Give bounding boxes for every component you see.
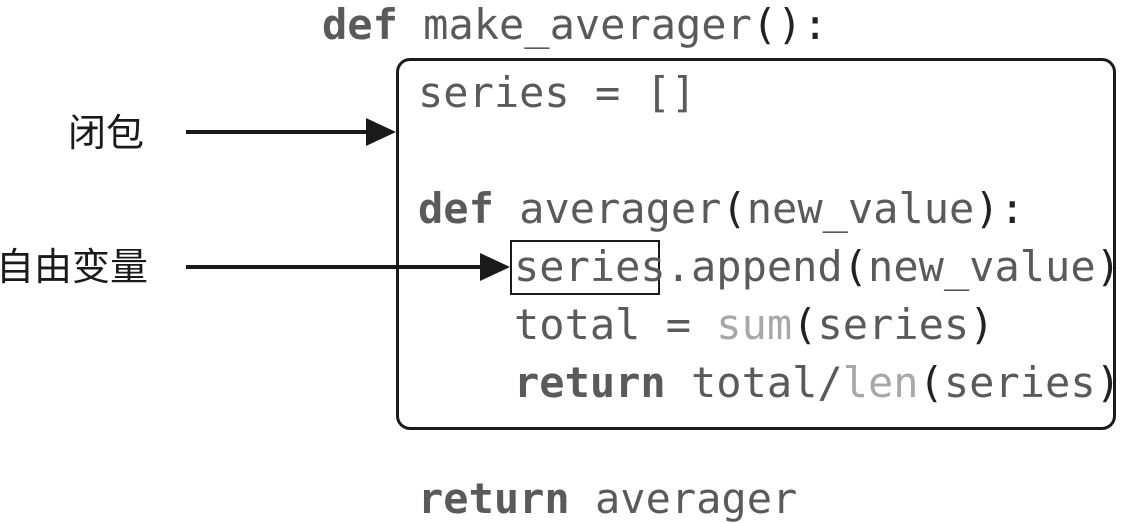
append-paren-open: ( bbox=[842, 242, 869, 291]
total-line: total = sum(series) bbox=[514, 304, 994, 346]
free-variable-label: 自由变量 bbox=[0, 245, 149, 289]
inner-function-name: averager bbox=[519, 184, 722, 233]
append-arg: new_value bbox=[868, 242, 1096, 291]
def-keyword: def bbox=[322, 0, 398, 49]
return-paren-open: ( bbox=[918, 358, 944, 407]
len-builtin: len bbox=[842, 358, 919, 407]
closure-label: 闭包 bbox=[68, 111, 145, 155]
outer-function-name: make_averager bbox=[423, 0, 752, 49]
inner-def-line: def averager(new_value): bbox=[418, 188, 1025, 230]
outer-def-line: def make_averager(): bbox=[322, 4, 828, 46]
free-variable-arrow bbox=[186, 253, 510, 281]
inner-def-param: new_value bbox=[746, 184, 975, 233]
return-keyword: return bbox=[514, 358, 666, 407]
closure-box bbox=[396, 58, 1116, 430]
inner-def-keyword: def bbox=[418, 184, 494, 233]
append-call: .append bbox=[665, 242, 843, 291]
sum-builtin: sum bbox=[716, 300, 793, 349]
total-arg: series bbox=[817, 300, 970, 349]
append-line: series.append(new_value) bbox=[514, 246, 1121, 288]
return-expr: total/ bbox=[665, 358, 843, 407]
total-paren-close: ) bbox=[969, 300, 995, 349]
append-target: series bbox=[514, 242, 666, 291]
inner-def-paren-close: ): bbox=[974, 184, 1025, 233]
append-paren-close: ) bbox=[1095, 242, 1121, 291]
outer-def-punct: (): bbox=[751, 0, 828, 49]
total-lhs: total = bbox=[514, 300, 717, 349]
inner-def-paren-open: ( bbox=[721, 184, 747, 233]
outer-return-keyword: return bbox=[418, 474, 570, 523]
free-variable-box bbox=[510, 240, 660, 295]
series-init-line: series = [] bbox=[418, 68, 697, 117]
total-paren-open: ( bbox=[792, 300, 818, 349]
closure-arrow bbox=[186, 118, 396, 146]
return-arg: series bbox=[943, 358, 1096, 407]
outer-return-line: return averager bbox=[418, 478, 797, 520]
inner-return-line: return total/len(series) bbox=[514, 362, 1121, 404]
return-paren-close: ) bbox=[1095, 358, 1121, 407]
outer-return-name: averager bbox=[569, 474, 798, 523]
